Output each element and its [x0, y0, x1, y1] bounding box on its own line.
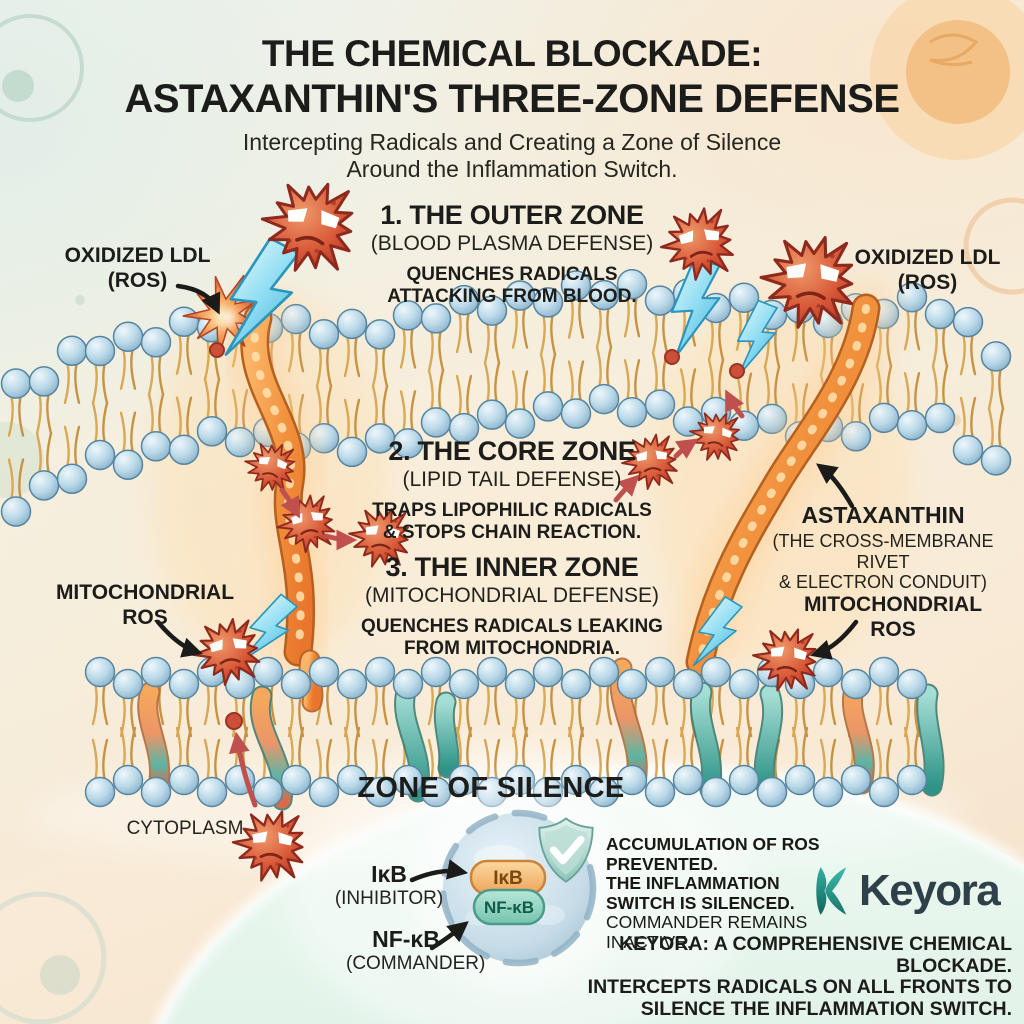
- result-line4: COMMANDER REMAINS: [606, 912, 808, 932]
- ikb-label: IκB (INHIBITOR): [329, 861, 449, 910]
- keyora-k-leaf-icon: [816, 867, 847, 915]
- mitochondrial-ros-label-left: MITOCHONDRIAL ROS: [45, 580, 245, 630]
- bottom-membrane-tails: [91, 680, 921, 784]
- astaxanthin-subtitle: (THE CROSS-MEMBRANE RIVET & ELECTRON CON…: [752, 531, 1014, 593]
- mito-ros-right-line1: MITOCHONDRIAL: [803, 593, 983, 616]
- quenched-radical-dots: [209, 342, 745, 730]
- nfkb-label: NF-κB (COMMANDER): [346, 926, 486, 975]
- ikb-role: (INHIBITOR): [334, 888, 444, 909]
- mito-ros-right-line2: ROS: [870, 618, 916, 641]
- tagline-line3: SILENCE THE INFLAMMATION SWITCH.: [640, 997, 1012, 1020]
- page-title: THE CHEMICAL BLOCKADE: ASTAXANTHIN'S THR…: [0, 33, 1024, 122]
- result-line2: THE INFLAMMATION: [606, 873, 780, 893]
- zone-3-desc-line1: QUENCHES RADICALS LEAKING: [361, 616, 663, 637]
- bottom-membrane-heads: [84, 656, 928, 808]
- zone-1-subtitle: (BLOOD PLASMA DEFENSE): [370, 232, 654, 255]
- zone-1-description: QUENCHES RADICALS ATTACKING FROM BLOOD.: [282, 264, 742, 307]
- zone-3-title: 3. THE INNER ZONE: [385, 552, 639, 582]
- oxidized-ldl-label-left: OXIDIZED LDL (ROS): [30, 243, 245, 293]
- nfkb-name: NF-κB: [372, 926, 440, 952]
- top-membrane-heads: [0, 268, 1012, 527]
- zone-2-description: TRAPS LIPOPHILIC RADICALS & STOPS CHAIN …: [282, 500, 742, 543]
- label-arrows: [155, 283, 859, 951]
- result-line3: SWITCH IS SILENCED.: [606, 892, 795, 913]
- zone-3-subtitle: (MITOCHONDRIAL DEFENSE): [364, 584, 660, 607]
- brand-name: Keyora: [859, 866, 1001, 915]
- zone-2-subtitle: (LIPID TAIL DEFENSE): [402, 468, 622, 491]
- result-panel: ACCUMULATION OF ROS PREVENTED. THE INFLA…: [606, 834, 916, 952]
- keyora-logo: Keyora: [812, 866, 1001, 916]
- top-membrane: [0, 268, 1012, 527]
- zone-3-desc-line2: FROM MITOCHONDRIA.: [403, 637, 621, 659]
- brand-tagline: KEYORA: A COMPREHENSIVE CHEMICAL BLOCKAD…: [560, 933, 1012, 1020]
- tagline-line2: INTERCEPTS RADICALS ON ALL FRONTS TO: [587, 976, 1012, 998]
- mitochondrial-ros-label-right: MITOCHONDRIAL ROS: [793, 592, 993, 642]
- oxidized-ldl-right-line2: (ROS): [897, 271, 958, 294]
- zone-2-desc-line1: TRAPS LIPOPHILIC RADICALS: [372, 500, 652, 521]
- zone-of-silence-label: ZONE OF SILENCE: [357, 772, 625, 804]
- zone-1-desc-line2: ATTACKING FROM BLOOD.: [387, 285, 637, 307]
- result-line5: INACTIVE.: [606, 931, 692, 952]
- zone-2-core: 2. THE CORE ZONE (LIPID TAIL DEFENSE) TR…: [282, 436, 742, 543]
- page-subtitle: Intercepting Radicals and Creating a Zon…: [0, 129, 1024, 183]
- zone-2-desc-line2: & STOPS CHAIN REACTION.: [382, 521, 642, 543]
- zone-2-title: 2. THE CORE ZONE: [388, 436, 636, 466]
- ikb-name: IκB: [371, 861, 407, 887]
- astaxanthin-subtitle-line1: (THE CROSS-MEMBRANE RIVET: [772, 531, 994, 572]
- astaxanthin-subtitle-line2: & ELECTRON CONDUIT): [778, 572, 987, 592]
- oxidized-ldl-left-line1: OXIDIZED LDL: [64, 244, 211, 267]
- astaxanthin-label: ASTAXANTHIN (THE CROSS-MEMBRANE RIVET & …: [752, 502, 1014, 593]
- oxidized-ldl-right-line1: OXIDIZED LDL: [854, 246, 1001, 269]
- nfkb-molecule-tag: NF-κB: [483, 898, 535, 917]
- nfkb-role: (COMMANDER): [346, 953, 486, 974]
- cytoplasm-label: CYTOPLASM: [126, 818, 244, 839]
- oxidized-ldl-left-line2: (ROS): [107, 269, 168, 292]
- zone-1-title: 1. THE OUTER ZONE: [380, 200, 644, 230]
- bottom-membrane: [84, 649, 945, 811]
- title-line1: THE CHEMICAL BLOCKADE:: [261, 33, 763, 74]
- ikb-molecule-tag: IκB: [493, 868, 523, 889]
- zone-3-description: QUENCHES RADICALS LEAKING FROM MITOCHOND…: [282, 616, 742, 659]
- subtitle-line1: Intercepting Radicals and Creating a Zon…: [242, 129, 782, 155]
- zone-1-outer: 1. THE OUTER ZONE (BLOOD PLASMA DEFENSE)…: [282, 200, 742, 307]
- oxidized-ldl-label-right: OXIDIZED LDL (ROS): [845, 245, 1010, 295]
- result-line1: ACCUMULATION OF ROS PREVENTED.: [606, 834, 820, 874]
- tagline-line1: KEYORA: A COMPREHENSIVE CHEMICAL BLOCKAD…: [619, 933, 1012, 977]
- mito-ros-left-line1: MITOCHONDRIAL: [55, 581, 235, 604]
- zone-1-desc-line1: QUENCHES RADICALS: [406, 264, 618, 285]
- inflammation-switch: [469, 859, 547, 926]
- title-line2: ASTAXANTHIN'S THREE-ZONE DEFENSE: [124, 77, 900, 122]
- chain-reaction-arrows: [228, 389, 745, 808]
- shield-check-icon: [538, 817, 594, 883]
- astaxanthin-title: ASTAXANTHIN: [801, 502, 965, 528]
- subtitle-line2: Around the Inflammation Switch.: [346, 156, 678, 182]
- mito-ros-left-line2: ROS: [122, 606, 168, 629]
- zone-3-inner: 3. THE INNER ZONE (MITOCHONDRIAL DEFENSE…: [282, 552, 742, 659]
- astaxanthin-rod-right: [673, 281, 893, 689]
